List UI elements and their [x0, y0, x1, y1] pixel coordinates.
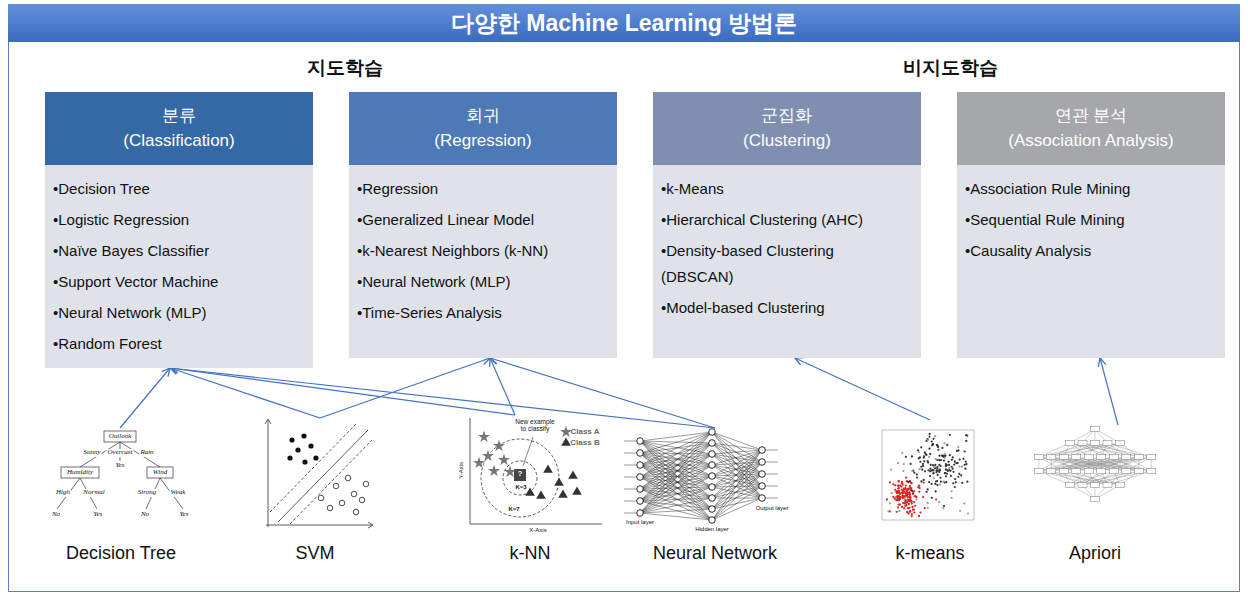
figure-label: Hidden layer	[694, 526, 730, 533]
figure-label: Yes	[93, 511, 102, 519]
method-figure: Neural Network	[615, 428, 815, 564]
figure-caption: Decision Tree	[40, 543, 202, 564]
figure-caption: k-NN	[450, 543, 610, 564]
figure-label: Yes	[115, 462, 124, 470]
decision-tree-figure	[57, 431, 183, 509]
connector-arrow	[1100, 358, 1118, 425]
figure-label: Rain	[139, 449, 154, 457]
figure-caption: SVM	[255, 543, 375, 564]
method-figure: k-means	[875, 420, 985, 564]
figure-caption: k-means	[875, 543, 985, 564]
category-box: 분류 (Classification) •Decision Tree •Logist…	[45, 92, 313, 368]
method-item: •Support Vector Machine	[53, 269, 293, 295]
figure-label: Class A	[570, 428, 599, 437]
figure-label: Strong	[137, 489, 157, 497]
method-item: •Regression	[357, 176, 597, 202]
method-item: •Naïve Bayes Classifier	[53, 238, 293, 264]
method-item: •Association Rule Mining	[965, 176, 1205, 202]
connector-arrow	[170, 368, 320, 418]
category-body: •k-Means •Hierarchical Clustering (AHC) •D…	[653, 165, 921, 358]
connector-arrow	[490, 358, 715, 428]
method-item: •Decision Tree	[53, 176, 293, 202]
figure-label: Y-Axis	[458, 462, 465, 479]
apriori-lattice	[1034, 427, 1156, 502]
method-item: •Causality Analysis	[965, 238, 1205, 264]
category-box: 회귀 (Regression) •Regression •Generalized L…	[349, 92, 617, 358]
category-title: 분류 (Classification)	[123, 106, 234, 151]
method-item: •Time-Series Analysis	[357, 300, 597, 326]
figure-label: ?	[518, 470, 523, 479]
kmeans-points	[886, 433, 969, 518]
figure-label: K=7	[508, 506, 519, 513]
category-box: 군집화 (Clustering) •k-Means •Hierarchical Cl…	[653, 92, 921, 358]
method-figure: SVM	[255, 418, 375, 564]
method-figure: Apriori	[1030, 425, 1160, 564]
category-box: 연관 분석 (Association Analysis) •Association…	[957, 92, 1225, 358]
knn-points	[473, 426, 582, 499]
connector-arrow	[170, 368, 715, 428]
category-body: •Association Rule Mining •Sequential Rule…	[957, 165, 1225, 358]
figure-label: X-Axis	[529, 527, 546, 534]
category-body: •Regression •Generalized Linear Model •k-N…	[349, 165, 617, 358]
category-header: 회귀 (Regression)	[349, 92, 617, 165]
connector-arrow	[320, 358, 490, 418]
method-item: •Generalized Linear Model	[357, 207, 597, 233]
connector-arrow	[795, 358, 930, 420]
figure-label: No	[141, 511, 149, 519]
method-item: •Density-based Clustering (DBSCAN)	[661, 238, 901, 290]
figure-label: Yes	[179, 511, 188, 519]
figure-label: Class B	[570, 439, 599, 448]
figure-label: Humidity	[67, 469, 93, 477]
category-header: 연관 분석 (Association Analysis)	[957, 92, 1225, 165]
group-heading: 비지도학습	[903, 58, 998, 79]
method-item: •Model-based Clustering	[661, 295, 901, 321]
method-item: •Neural Network (MLP)	[53, 300, 293, 326]
figure-label: Input layer	[625, 519, 655, 526]
figure-label: Outlook	[109, 433, 132, 441]
category-header: 분류 (Classification)	[45, 92, 313, 165]
method-item: •k-Means	[661, 176, 901, 202]
category-title: 회귀 (Regression)	[434, 106, 531, 151]
svm-figure	[265, 419, 373, 528]
figure-label: No	[52, 511, 60, 519]
figure-label: Normal	[82, 489, 105, 497]
figure-label: New example to classify	[513, 418, 557, 432]
title-banner: 다양한 Machine Learning 방법론	[8, 4, 1240, 42]
figure-label: Sunny	[82, 449, 101, 457]
method-item: •Sequential Rule Mining	[965, 207, 1205, 233]
method-figure: k-NN	[450, 415, 610, 564]
category-title: 연관 분석 (Association Analysis)	[1008, 106, 1173, 151]
group-heading: 지도학습	[307, 58, 383, 79]
figure-label: Overcast	[106, 449, 133, 457]
title-text: 다양한 Machine Learning 방법론	[8, 4, 1240, 42]
figure-caption: Apriori	[1030, 543, 1160, 564]
figure-label: Wind	[153, 469, 167, 477]
figure-label: High	[55, 489, 71, 497]
method-item: •k-Nearest Neighbors (k-NN)	[357, 238, 597, 264]
method-item: •Random Forest	[53, 331, 293, 357]
figure-caption: Neural Network	[615, 543, 815, 564]
method-item: •Neural Network (MLP)	[357, 269, 597, 295]
category-title: 군집화 (Clustering)	[743, 106, 831, 151]
figure-label: K=3	[515, 484, 526, 491]
method-item: •Hierarchical Clustering (AHC)	[661, 207, 901, 233]
category-body: •Decision Tree •Logistic Regression •Naïve…	[45, 165, 313, 368]
figure-label: Weak	[170, 489, 187, 497]
method-item: •Logistic Regression	[53, 207, 293, 233]
connector-arrow	[120, 368, 170, 428]
knn-figure	[470, 418, 602, 524]
kmeans-figure	[882, 430, 974, 520]
connector-arrow	[170, 368, 515, 415]
category-header: 군집화 (Clustering)	[653, 92, 921, 165]
figure-label: Output layer	[755, 505, 790, 512]
connector-arrow	[490, 358, 515, 415]
